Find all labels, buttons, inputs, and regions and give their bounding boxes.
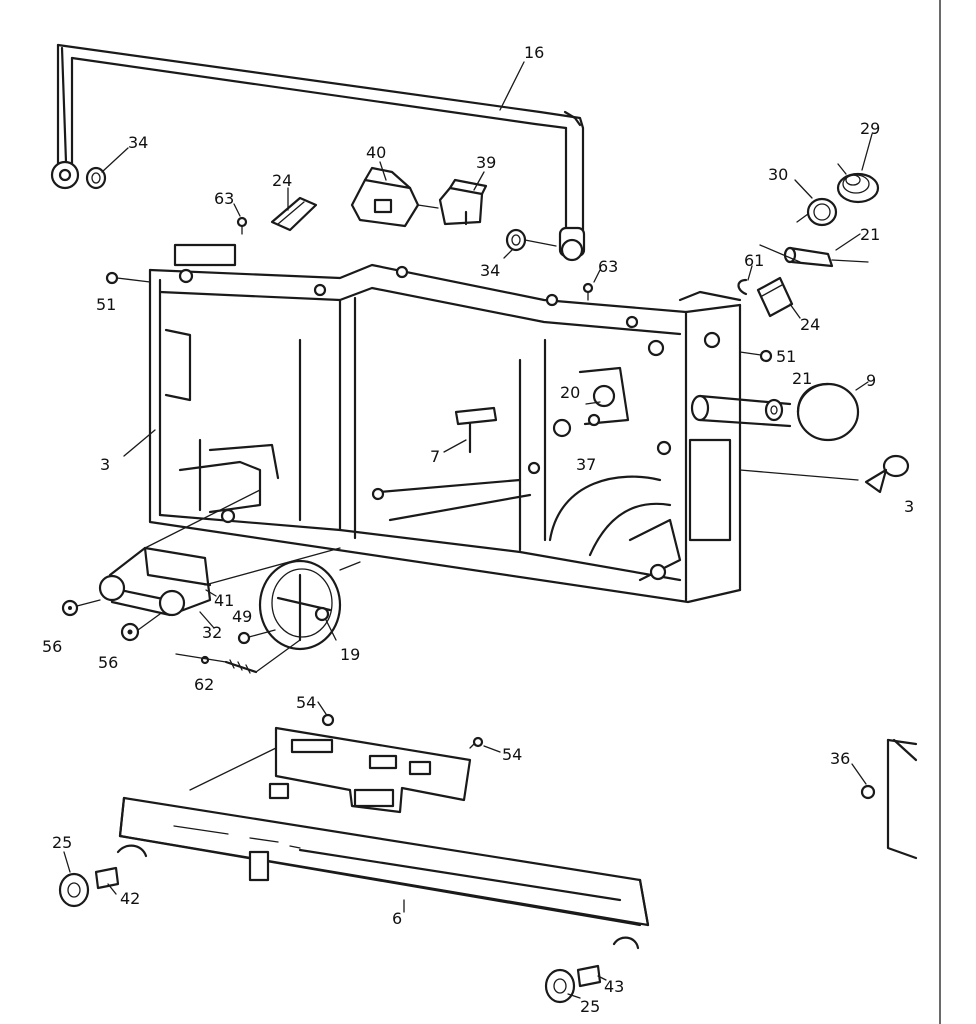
callout-54: 54 <box>296 693 316 712</box>
callout-29: 29 <box>860 119 880 138</box>
part-42-shaft <box>94 844 148 890</box>
part-54-circuit-board <box>268 713 484 814</box>
part-43-shaft <box>576 936 640 988</box>
callout-56: 56 <box>98 653 118 672</box>
part-63-screw-right <box>582 282 594 301</box>
part-3-chassis <box>148 243 742 604</box>
callout-34: 34 <box>480 261 500 280</box>
callout-63: 63 <box>598 257 618 276</box>
callout-24: 24 <box>272 171 292 190</box>
callout-39: 39 <box>476 153 496 172</box>
part-3-spring-right <box>739 454 910 494</box>
part-24-bracket-left <box>270 196 318 232</box>
part-9-knob <box>690 382 860 442</box>
part-16-handle-frame <box>50 43 586 262</box>
callout-54: 54 <box>502 745 522 764</box>
part-25-knob-left <box>58 872 90 908</box>
part-41-transformer <box>98 489 341 617</box>
part-56-screw-b <box>120 613 161 642</box>
callout-25: 25 <box>52 833 72 852</box>
part-7-lever <box>454 406 498 454</box>
part-30-cap <box>796 197 838 227</box>
part-49-screw <box>237 629 276 645</box>
callout-20: 20 <box>560 383 580 402</box>
callout-41: 41 <box>214 591 234 610</box>
callout-51: 51 <box>96 295 116 314</box>
part-29-spring <box>836 163 880 204</box>
callout-21: 21 <box>792 369 812 388</box>
callout-21: 21 <box>860 225 880 244</box>
callout-62: 62 <box>194 675 214 694</box>
part-21-nut <box>764 398 784 422</box>
part-34-washer-left <box>85 166 107 190</box>
callout-42: 42 <box>120 889 140 908</box>
callout-24: 24 <box>800 315 820 334</box>
callout-30: 30 <box>768 165 788 184</box>
callout-37: 37 <box>576 455 596 474</box>
part-37-pin <box>587 413 601 427</box>
part-63-screw-left <box>236 216 248 235</box>
part-56-screw-a <box>61 599 101 617</box>
part-32-spring <box>224 639 301 674</box>
part-24-bracket-right <box>756 276 794 318</box>
part-20-gear <box>585 401 601 405</box>
part-19-speaker <box>258 559 361 651</box>
callout-9: 9 <box>866 371 876 390</box>
part-34-washer-right <box>505 228 557 252</box>
side-panel-fragment <box>886 738 918 860</box>
callout-32: 32 <box>202 623 222 642</box>
part-51-screw-left <box>105 271 151 285</box>
part-25-knob-right <box>544 968 576 1004</box>
part-61-clip <box>737 278 748 296</box>
part-39-switch-cover <box>438 178 488 226</box>
callout-labels: 16 34 40 39 24 63 29 30 21 34 63 61 24 5… <box>42 43 914 1016</box>
part-36-screw <box>860 784 876 800</box>
callout-25: 25 <box>580 997 600 1016</box>
callout-19: 19 <box>340 645 360 664</box>
part-62-screw <box>175 653 227 665</box>
callout-49: 49 <box>232 607 252 626</box>
leader-lines <box>63 61 873 999</box>
callout-3: 3 <box>100 455 110 474</box>
part-40-switch <box>350 166 439 228</box>
callout-43: 43 <box>604 977 624 996</box>
callout-51: 51 <box>776 347 796 366</box>
callout-63: 63 <box>214 189 234 208</box>
callout-16: 16 <box>524 43 544 62</box>
callout-7: 7 <box>430 447 440 466</box>
part-51-screw-right <box>739 349 773 363</box>
callout-40: 40 <box>366 143 386 162</box>
callout-6: 6 <box>392 909 402 928</box>
callout-34: 34 <box>128 133 148 152</box>
callout-56: 56 <box>42 637 62 656</box>
part-21-shaft-top <box>759 244 869 268</box>
callout-3: 3 <box>904 497 914 516</box>
callout-61: 61 <box>744 251 764 270</box>
callout-36: 36 <box>830 749 850 768</box>
part-6-front-panel <box>118 747 650 927</box>
